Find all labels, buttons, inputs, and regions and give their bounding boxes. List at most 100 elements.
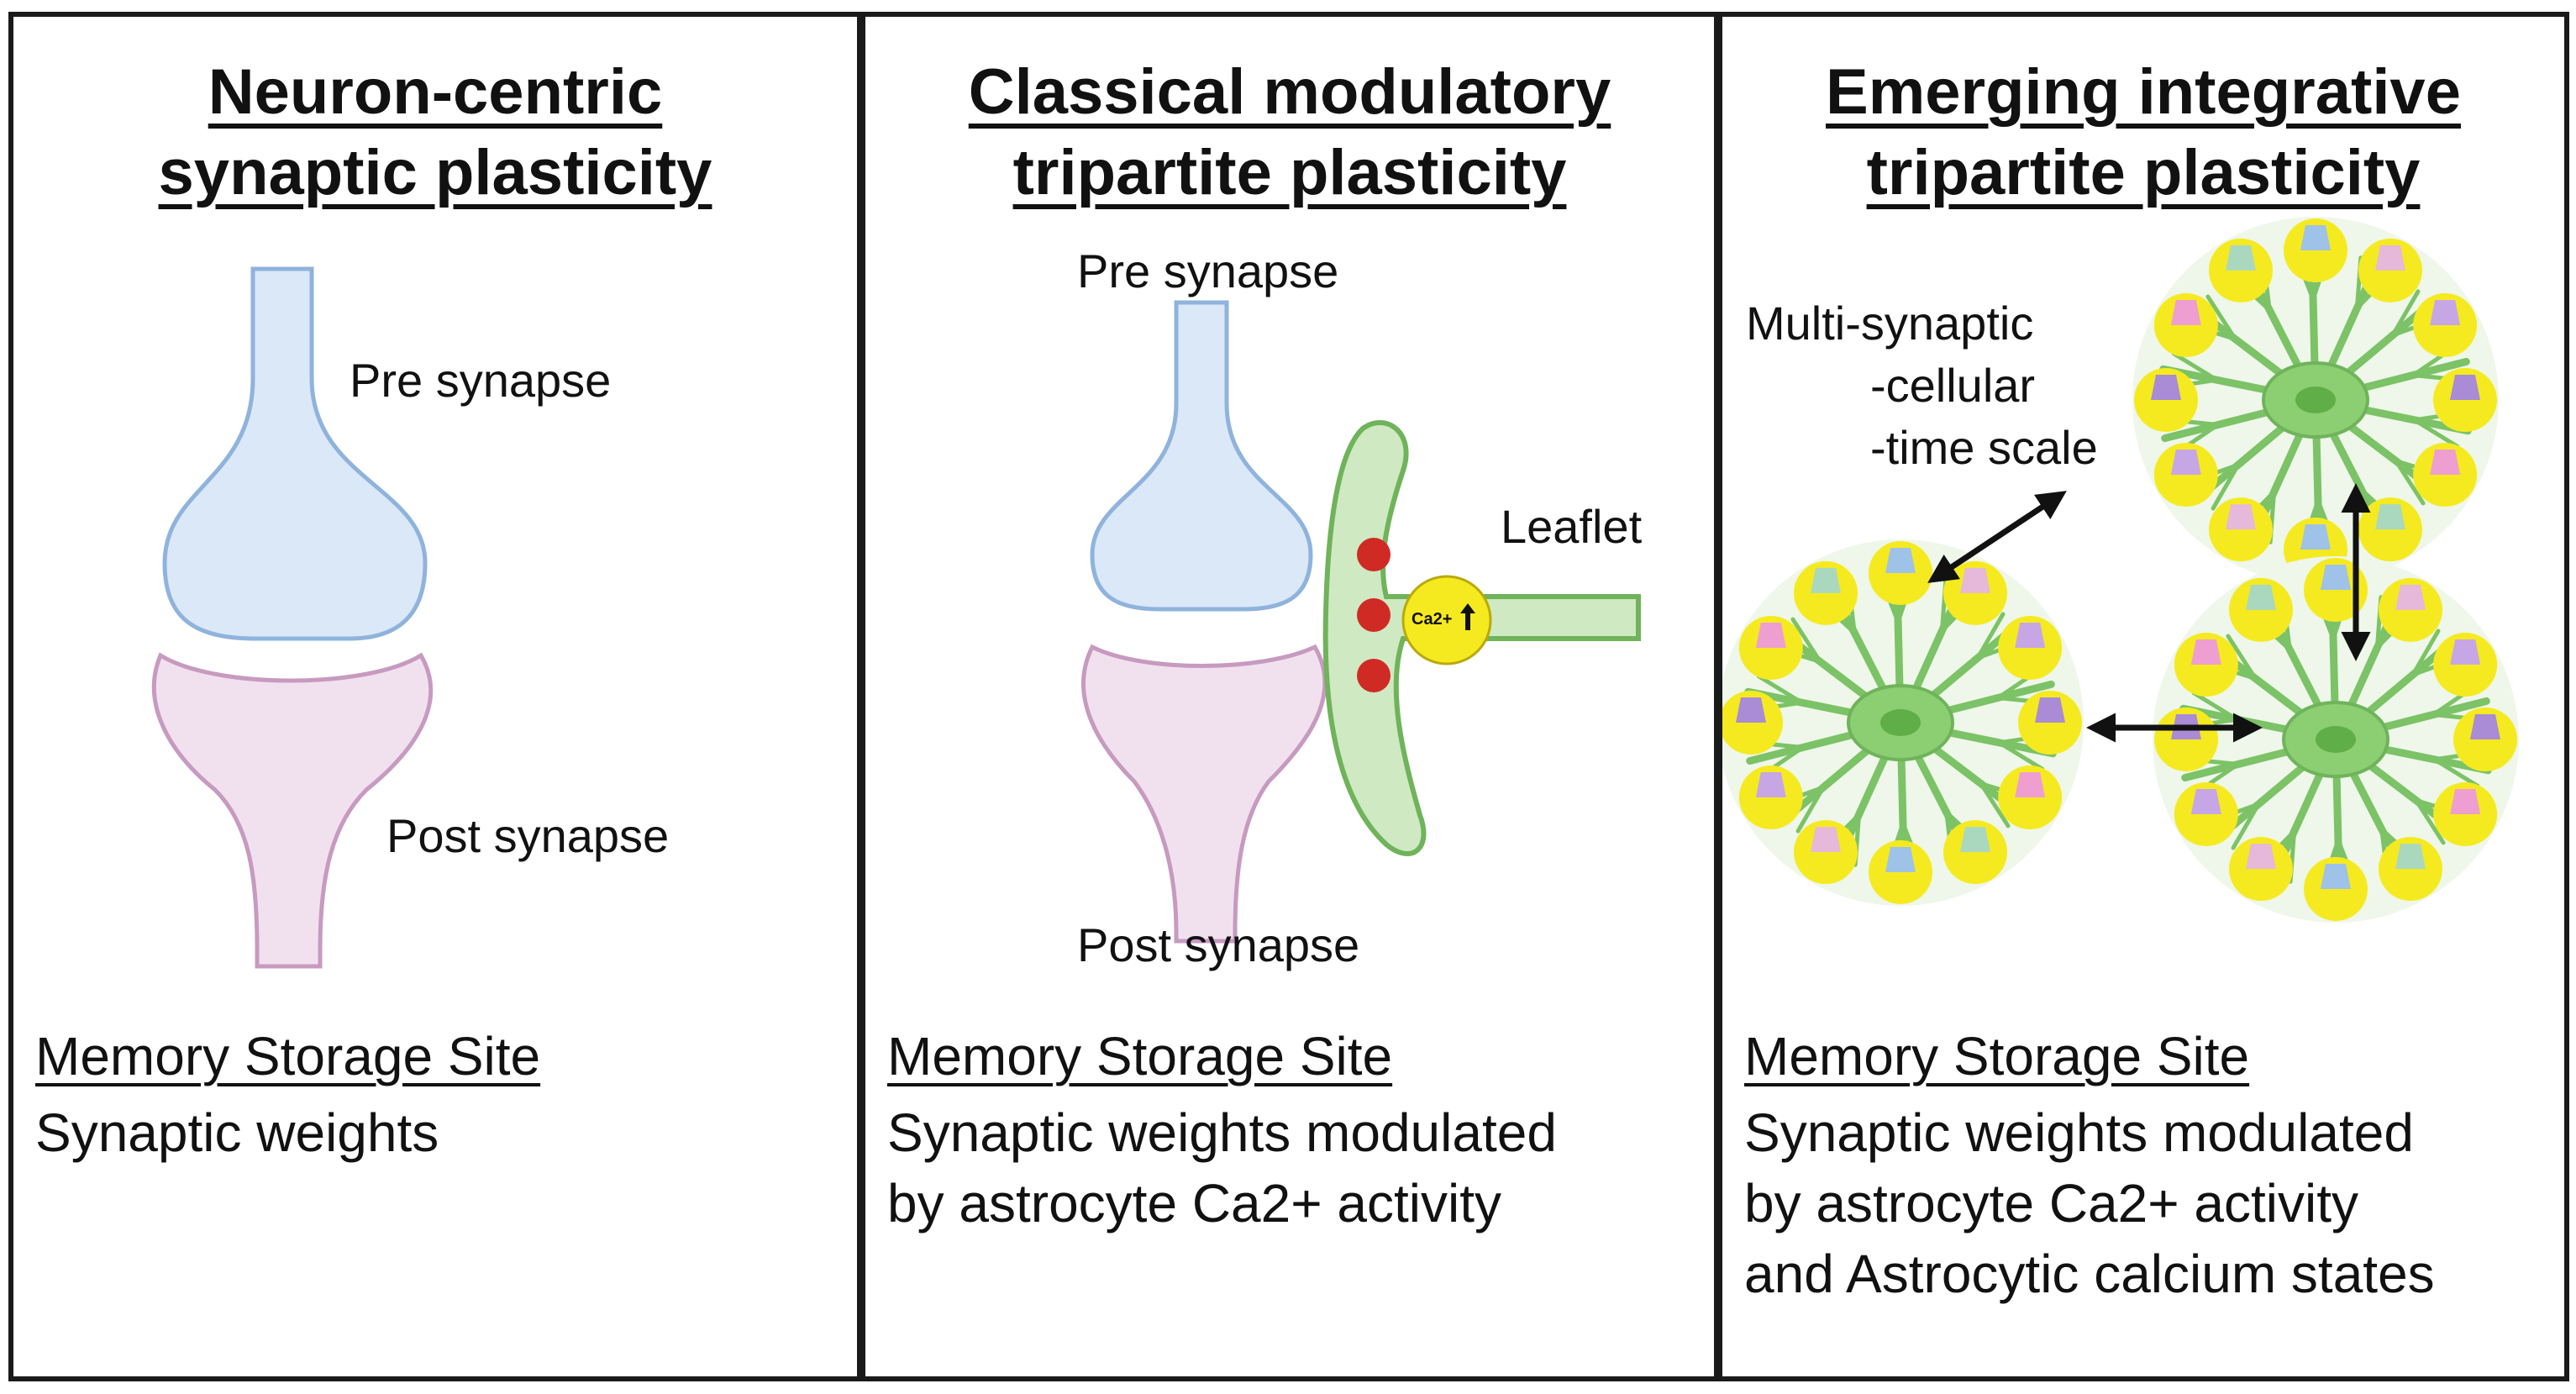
astrocyte-left-synapse-terminal	[1736, 697, 1766, 723]
astrocyte-right-branch	[2414, 798, 2446, 845]
memory-storage-heading: Memory Storage Site	[35, 1026, 541, 1086]
memory-storage-text: Synaptic weights	[35, 1097, 439, 1168]
astrocyte-top-branch	[2211, 462, 2241, 511]
pre-synapse-shape	[162, 266, 428, 641]
astrocyte-left-synapse-terminal	[1755, 623, 1786, 648]
title-line-1: Neuron-centric	[208, 56, 663, 128]
astrocyte-top-synapse-terminal	[2170, 450, 2201, 475]
astrocyte-right-nucleus	[2316, 726, 2356, 753]
astrocyte-right-synapse-terminal	[2450, 639, 2481, 665]
astrocyte-left-synapse-terminal	[1960, 827, 1990, 853]
astrocyte-top-synapse-terminal	[2226, 504, 2256, 530]
astrocyte-top-synapse-terminal	[2375, 504, 2405, 530]
astrocyte-right-synapse-terminal	[2450, 789, 2481, 814]
astrocyte-top-synapse-terminal	[2430, 450, 2461, 475]
vesicle-3	[1357, 659, 1391, 692]
title-line-1: Emerging integrative	[1826, 56, 2461, 128]
astrocyte-right-synapse-calcium	[2229, 837, 2293, 902]
astrocyte-right-synapse-terminal	[2470, 714, 2500, 739]
memory-line-2: by astrocyte Ca2+ activity	[1744, 1173, 2358, 1234]
pre-synapse-label: Pre synapse	[1077, 245, 1339, 297]
astrocyte-top-branch	[2171, 351, 2219, 382]
astrocyte-top-synapse-terminal	[2300, 524, 2331, 550]
pre-synapse-label: Pre synapse	[350, 354, 612, 407]
astrocyte-left-nucleus	[1880, 709, 1921, 736]
astrocyte-right-synapse-terminal	[2395, 844, 2426, 870]
astrocyte-top-branch	[2412, 418, 2460, 449]
post-synapse-shape	[1081, 644, 1327, 944]
post-synapse-label: Post synapse	[386, 809, 670, 862]
astrocyte-right-synapse-terminal	[2246, 844, 2276, 870]
title-line-1: Classical modulatory	[968, 56, 1611, 128]
astrocyte-right-branch	[2231, 802, 2261, 850]
title-line-2: tripartite plasticity	[1012, 137, 1567, 208]
memory-line-3: and Astrocytic calcium states	[1744, 1244, 2435, 1304]
astrocyte-top-branch	[2390, 289, 2421, 338]
astrocyte-left-synapse-terminal	[2015, 623, 2046, 648]
astrocyte-top-branch	[2394, 459, 2426, 506]
multi-synaptic-label: Multi-synaptic	[1746, 297, 2034, 350]
memory-line-1: Synaptic weights modulated	[887, 1102, 1557, 1163]
calcium-signal	[1401, 575, 1492, 665]
leaflet-label: Leaflet	[1501, 500, 1643, 553]
cellular-label: -cellular	[1870, 359, 2036, 412]
synapse-illustration	[151, 266, 433, 969]
astrocyte-top-branch	[2205, 294, 2237, 341]
astrocyte-top-synapse-terminal	[2450, 375, 2480, 400]
vesicle-1	[1357, 538, 1391, 571]
astrocyte-left-synapse-terminal	[1885, 847, 1916, 872]
post-synapse-shape	[151, 652, 433, 969]
panel-classical-modulatory: Classical modulatory tripartite plastici…	[860, 12, 1719, 1381]
astrocyte-left-synapse-terminal	[1811, 827, 1841, 853]
astrocyte-left-branch	[1790, 617, 1822, 664]
astrocyte-right-synapse-terminal	[2190, 789, 2221, 814]
post-synapse-label: Post synapse	[1077, 918, 1360, 971]
panel-emerging-integrative: Emerging integrative tripartite plastici…	[1717, 12, 2569, 1381]
memory-line: Synaptic weights	[35, 1102, 439, 1163]
calcium-label: Ca2+	[1412, 610, 1453, 629]
panel-title: Emerging integrative tripartite plastici…	[1722, 52, 2564, 213]
astrocyte-left-synapse-terminal	[1960, 567, 1990, 593]
astrocyte-left-synapse-calcium	[1943, 820, 2007, 885]
panel-title: Neuron-centric synaptic plasticity	[13, 52, 857, 213]
astrocyte-top-synapse-terminal	[2300, 225, 2331, 250]
astrocyte-left-synapse-terminal	[2015, 772, 2046, 797]
vesicle-2	[1357, 598, 1391, 632]
astrocyte-top-synapse-terminal	[2375, 245, 2405, 271]
astrocyte-left-synapse-terminal	[1755, 772, 1786, 797]
astrocyte-left-synapse-calcium	[1794, 820, 1858, 885]
astrocyte-left-branch	[1756, 674, 1804, 705]
astrocyte-right-synapse-terminal	[2246, 584, 2276, 610]
astrocyte-left-branch	[1795, 785, 1826, 834]
astrocyte-left-branch	[1979, 781, 2011, 829]
memory-storage-text: Synaptic weights modulated by astrocyte …	[887, 1097, 1557, 1239]
astrocyte-right-branch	[2410, 629, 2441, 677]
astrocyte-right-synapse-terminal	[2395, 584, 2426, 610]
title-line-2: synaptic plasticity	[158, 137, 712, 208]
astrocyte-right-synapse-terminal	[2321, 565, 2351, 590]
arrow-top-to-left	[1927, 491, 2067, 583]
astrocyte-left-synapse-terminal	[1885, 548, 1916, 573]
astrocyte-left-branch	[1975, 612, 2006, 660]
memory-line-1: Synaptic weights modulated	[1744, 1102, 2414, 1163]
astrocyte-right-synapse-terminal	[2321, 864, 2351, 889]
astrocyte-right-synapse-terminal	[2190, 639, 2221, 665]
astrocyte-top-synapse-terminal	[2170, 300, 2201, 325]
astrocyte-left-synapse-terminal	[1811, 567, 1841, 593]
astrocyte-top-synapse-terminal	[2430, 300, 2461, 325]
astrocyte-network-illustration	[1722, 217, 2519, 923]
astrocyte-right-synapse-calcium	[2379, 837, 2442, 902]
panel-neuron-centric: Neuron-centric synaptic plasticity Pre s…	[8, 12, 862, 1381]
astrocyte-top-synapse-terminal	[2151, 375, 2181, 400]
panel-title: Classical modulatory tripartite plastici…	[865, 52, 1714, 213]
memory-storage-heading: Memory Storage Site	[1744, 1026, 2250, 1086]
time-scale-label: -time scale	[1870, 421, 2098, 474]
astrocyte-top-synapse-terminal	[2226, 245, 2256, 271]
memory-storage-text: Synaptic weights modulated by astrocyte …	[1744, 1097, 2435, 1309]
calcium-up-arrow-icon	[1460, 603, 1475, 630]
astrocyte-right-branch	[2432, 757, 2480, 788]
pre-synapse-shape	[1090, 300, 1313, 612]
astrocyte-right-branch	[2226, 634, 2258, 681]
astrocyte-left-synapse-terminal	[2035, 697, 2065, 723]
memory-line-2: by astrocyte Ca2+ activity	[887, 1173, 1501, 1234]
